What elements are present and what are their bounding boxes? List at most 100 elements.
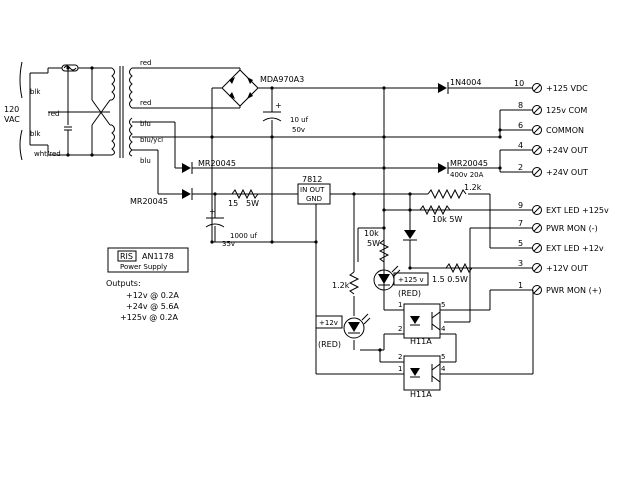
screw-terminal-icon [532,167,542,177]
company-box [117,250,137,262]
terminal-label: EXT LED +12v [546,244,604,253]
mains-wire-blk1: blk [30,88,41,96]
sec2c-label: blu [140,157,151,165]
terminal-label: PWR MON (+) [546,286,602,295]
output-3: +125v @ 0.2A [120,313,179,322]
diode-mr20045-c-icon [438,162,449,174]
res15-value: 15 [228,199,238,208]
regulator-pins: IN OUT [300,186,325,194]
terminal-label: +12V OUT [546,264,588,273]
terminal-num: 2 [518,163,523,172]
bridge-rectifier-icon [221,69,259,107]
res-10k-h-label: 10k 5W [432,215,462,224]
opto1-pin5: 5 [441,301,445,309]
opto2-pin2: 2 [398,353,402,361]
resistor-1-5-icon [445,262,473,274]
screw-terminal-icon [532,263,542,273]
regulator-gnd: GND [306,195,322,203]
terminal-num: 5 [518,239,523,248]
title-block-box [107,247,189,273]
res-10k-v-label: 10k [364,229,379,238]
screw-terminal-icon [532,243,542,253]
opto2-pin1: 1 [398,365,402,373]
opto1-label: H11A [410,337,432,346]
mains-wire-wht: wht/red [34,150,61,158]
title-company: RIS [120,252,133,261]
terminal-label: +24V OUT [546,146,588,155]
led-12v-icon [343,313,371,339]
resistor-10k-h-icon [419,204,451,216]
output-1: +12v @ 0.2A [126,291,179,300]
title-name: Power Supply [120,263,167,271]
opto2-label: H11A [410,390,432,399]
svg-text:+: + [275,101,282,110]
diode-mr20045-b-icon [182,188,193,200]
screw-terminal-icon [532,125,542,135]
resistor-15-icon [231,188,259,200]
d4-label: MR20045 [450,159,488,168]
mains-voltage: 120 [4,105,19,114]
screw-terminal-icon [532,205,542,215]
cap1-value: 10 uf [290,116,309,124]
opto1-pin4: 4 [441,325,446,333]
d1-label: 1N4004 [450,78,481,87]
terminal-num: 8 [518,101,523,110]
terminal-label: 125v COM [546,106,587,115]
resistor-1k2a-icon [427,188,467,200]
terminal-label: +24V OUT [546,168,588,177]
screw-terminal-icon [532,285,542,295]
led2-color: (RED) [318,340,341,349]
terminal-num: 10 [514,79,524,88]
mains-wire-blk2: blk [30,130,41,138]
terminal-screws [532,83,542,295]
d2-label: MR20045 [198,159,236,168]
terminal-num: 7 [518,219,523,228]
sec2a-label: blu [140,120,151,128]
capacitor-10uf-icon: + [262,101,282,122]
res-10k-v-watt: 5W [367,239,380,248]
res15-watt: 5W [246,199,259,208]
cap2-value: 1000 uf [230,232,257,240]
terminal-num: 4 [518,141,523,150]
terminal-num: 1 [518,281,523,290]
terminal-num: 3 [518,259,523,268]
res-1k2b-label: 1.2k [332,281,350,290]
opto1-pin2: 2 [398,325,402,333]
opto2-pin5: 5 [441,353,445,361]
terminal-label: PWR MON (-) [546,224,598,233]
svg-text:+: + [209,207,216,216]
output-2: +24v @ 5.6A [126,302,179,311]
transformer-icon [111,66,133,158]
cap2-voltage: 35v [222,240,235,248]
capacitor-1000uf-icon: + [205,207,225,228]
sec1b-label: red [140,99,151,107]
terminal-label: COMMON [546,126,584,135]
screw-terminal-icon [532,145,542,155]
resistor-10k-v-icon [378,239,390,263]
terminal-num: 9 [518,201,523,210]
led2-label-box [315,315,343,329]
opto2-pin4: 4 [441,365,446,373]
fuse-icon [61,64,79,72]
labels: 120 VAC blk red blk wht/red red red blu … [4,59,609,399]
led2-label: +12v [319,319,338,327]
optocoupler-1-icon [396,303,444,339]
led1-label-box [393,272,429,286]
screw-terminal-icon [532,223,542,233]
mains-wire-red: red [48,110,59,118]
terminal-label: EXT LED +125v [546,206,609,215]
terminal-label: +125 VDC [546,84,588,93]
screw-terminal-icon [532,83,542,93]
bridge-label: MDA970A3 [260,75,304,84]
diode-vertical-icon [403,226,417,241]
opto1-pin1: 1 [398,301,402,309]
outputs-heading: Outputs: [106,279,141,288]
regulator-7812-icon [297,183,331,205]
optocoupler-2-icon [396,355,444,391]
regulator-name: 7812 [302,175,322,184]
led1-label: +125 v [398,276,424,284]
terminal-num: 6 [518,121,523,130]
led-125v-icon [373,265,401,291]
